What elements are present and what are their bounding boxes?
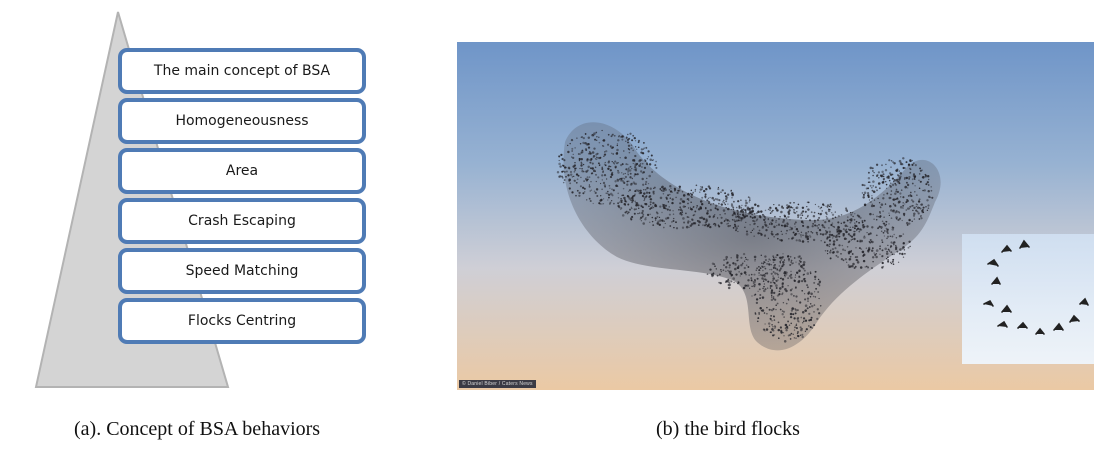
concept-box-main: The main concept of BSA: [118, 48, 366, 94]
concept-box-area: Area: [118, 148, 366, 194]
photo-credit: © Daniel Biber / Caters News: [459, 380, 536, 388]
concept-box-speed-matching: Speed Matching: [118, 248, 366, 294]
concept-box-crash-escaping: Crash Escaping: [118, 198, 366, 244]
bird-flock-photo: © Daniel Biber / Caters News: [457, 42, 1094, 390]
concept-box-flocks-centring: Flocks Centring: [118, 298, 366, 344]
caption-b: (b) the bird flocks: [656, 418, 800, 440]
inset-flock-photo: [962, 234, 1094, 364]
flock-shape: [563, 122, 941, 351]
bsa-concept-diagram: The main concept of BSA Homogeneousness …: [0, 0, 420, 400]
caption-a: (a). Concept of BSA behaviors: [74, 418, 321, 440]
murmuration-image: [457, 42, 1094, 390]
concept-box-homogeneousness: Homogeneousness: [118, 98, 366, 144]
flock-birds: [556, 129, 934, 343]
inset-birds: [983, 239, 1089, 335]
concept-box-stack: The main concept of BSA Homogeneousness …: [118, 48, 366, 348]
